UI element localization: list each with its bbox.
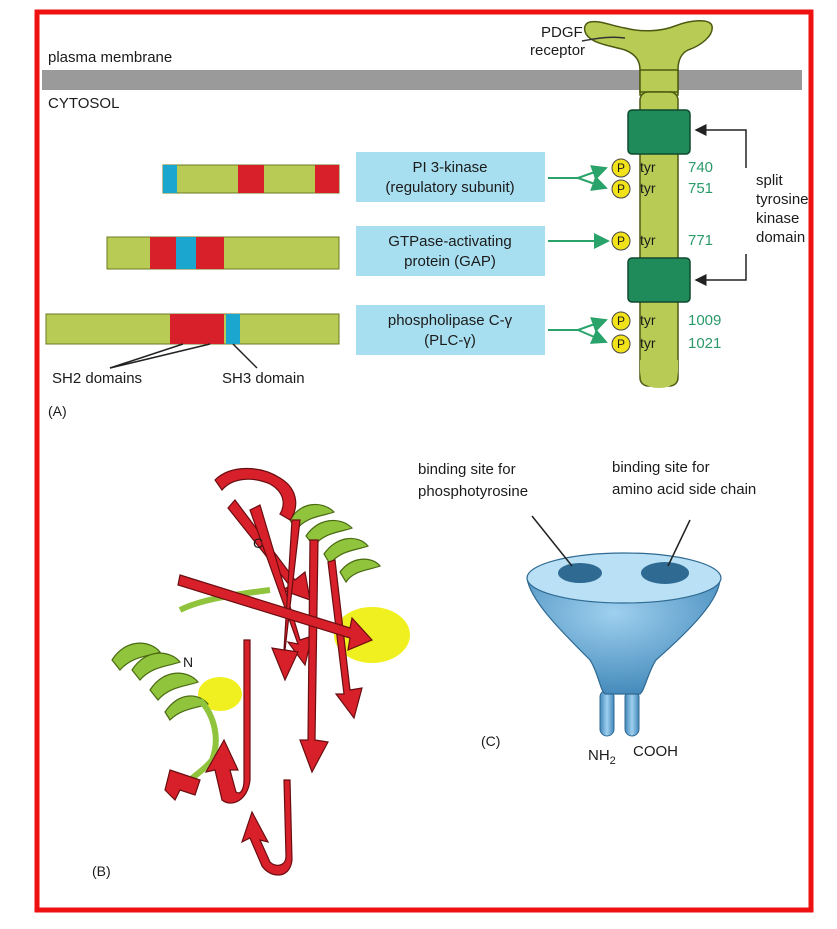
panel-b-label: (B) (92, 863, 111, 879)
receptor-leader-line (581, 36, 626, 42)
kinase-label-line2: tyrosine (756, 191, 809, 208)
alpha-helix-2 (178, 503, 381, 613)
phosphotyrosine-1009: P tyr 1009 (611, 311, 721, 331)
beta-sheet (164, 467, 374, 876)
pi3k-domain-bar (162, 164, 340, 194)
svg-text:P: P (617, 337, 625, 351)
site2-label-line2: amino acid side chain (612, 481, 756, 498)
site2-leader (667, 519, 691, 567)
panel-c: binding site for phosphotyrosine binding… (418, 459, 756, 767)
svg-text:P: P (617, 234, 625, 248)
site2-label-line1: binding site for (612, 459, 710, 476)
phosphotyrosine-740: P tyr 740 (611, 158, 713, 178)
plcg-domain-bar (45, 313, 340, 345)
domain-leaders (109, 343, 258, 369)
nh2-label: NH2 (588, 747, 616, 767)
site1-label-line2: phosphotyrosine (418, 483, 528, 500)
pdgf-receptor (583, 20, 713, 388)
svg-text:tyr: tyr (640, 159, 656, 175)
panel-a: plasma membrane CYTOSOL PDGF receptor (42, 20, 809, 419)
box-plcg: phospholipase C-γ (PLC-γ) (356, 305, 545, 355)
pocket-1 (198, 677, 242, 711)
kinase-label-line1: split (756, 172, 784, 189)
figure-frame (34, 9, 814, 913)
phosphotyrosine-771: P tyr 771 (611, 231, 713, 251)
box-pi3k: PI 3-kinase (regulatory subunit) (356, 152, 545, 202)
n-terminus-label: N (183, 654, 193, 670)
svg-text:P: P (617, 161, 625, 175)
site-771: 771 (688, 232, 713, 249)
side-chain-pocket (641, 562, 689, 584)
panel-b: C N (B) (92, 467, 410, 879)
plasma-membrane (42, 70, 802, 90)
box-gap-line2: protein (GAP) (404, 253, 496, 270)
alpha-helix-1 (111, 642, 219, 788)
panel-a-label: (A) (48, 403, 67, 419)
kinase-bracket (694, 124, 747, 286)
membrane-label: plasma membrane (48, 49, 172, 66)
phosphotyrosine-pocket (558, 563, 602, 583)
cooh-stem (624, 689, 640, 737)
gap-domain-bar (106, 236, 340, 270)
box-pi3k-line2: (regulatory subunit) (385, 179, 514, 196)
svg-text:tyr: tyr (640, 232, 656, 248)
sh2-label: SH2 domains (52, 370, 142, 387)
site-751: 751 (688, 180, 713, 197)
panel-c-label: (C) (481, 733, 500, 749)
box-plcg-line1: phospholipase C-γ (388, 312, 513, 329)
receptor-label-line2: receptor (530, 42, 585, 59)
kinase-label-line3: kinase (756, 210, 799, 227)
site1-label-line1: binding site for (418, 461, 516, 478)
svg-text:tyr: tyr (640, 180, 656, 196)
phosphotyrosine-1021: P tyr 1021 (611, 334, 721, 354)
phosphotyrosine-751: P tyr 751 (611, 179, 713, 199)
svg-text:P: P (617, 314, 625, 328)
site-740: 740 (688, 159, 713, 176)
site-1009: 1009 (688, 312, 721, 329)
site1-leader (531, 515, 573, 567)
binding-arrows (548, 165, 610, 344)
site-1021: 1021 (688, 335, 721, 352)
box-pi3k-line1: PI 3-kinase (412, 159, 487, 176)
box-gap: GTPase-activating protein (GAP) (356, 226, 545, 276)
cooh-label: COOH (633, 743, 678, 760)
c-terminus-label: C (253, 535, 263, 551)
box-plcg-line2: (PLC-γ) (424, 332, 476, 349)
sh2-model-body (526, 577, 721, 695)
kinase-label-line4: domain (756, 229, 805, 246)
kinase-domain-1 (627, 109, 691, 155)
nh2-stem (599, 689, 615, 737)
box-gap-line1: GTPase-activating (388, 233, 511, 250)
sh2-model-top (526, 552, 722, 604)
kinase-domain-2 (627, 257, 691, 303)
cytosol-label: CYTOSOL (48, 95, 119, 112)
receptor-label-line1: PDGF (541, 24, 583, 41)
svg-text:tyr: tyr (640, 335, 656, 351)
svg-text:tyr: tyr (640, 312, 656, 328)
svg-text:P: P (617, 182, 625, 196)
sh3-label: SH3 domain (222, 370, 305, 387)
